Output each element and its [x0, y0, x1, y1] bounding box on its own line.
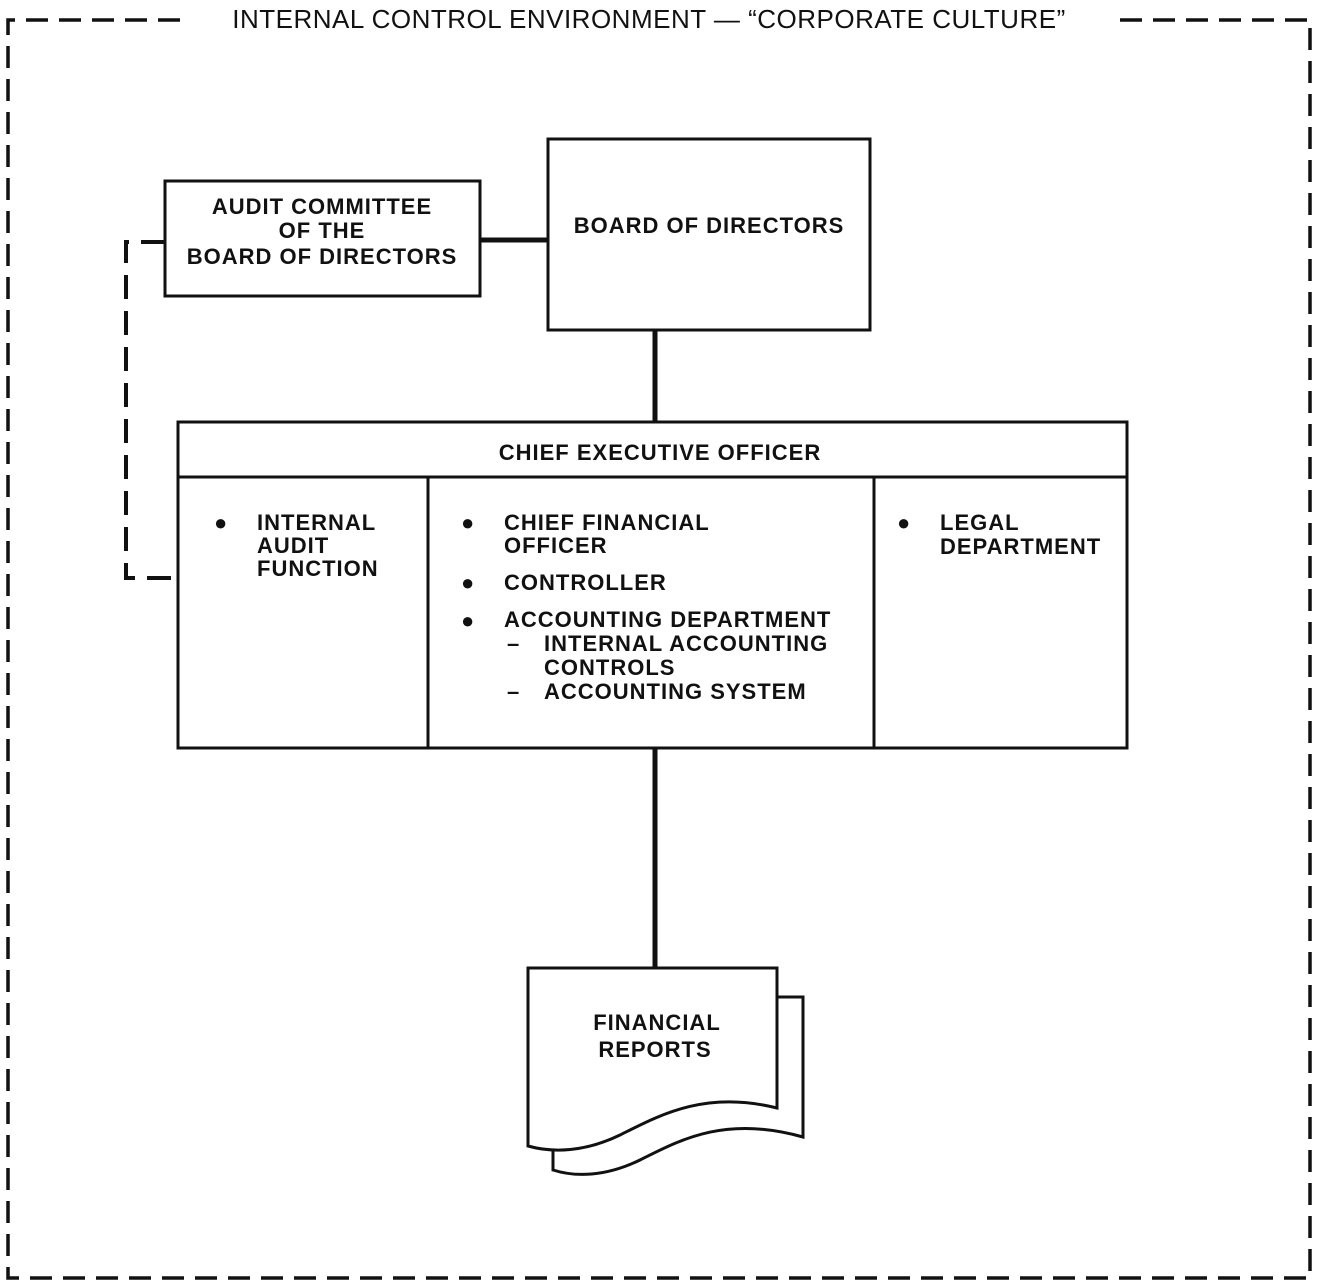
- financial-reports-line2: REPORTS: [598, 1037, 711, 1062]
- internal-audit-line1: INTERNAL: [257, 510, 376, 535]
- control-environment-frame: [6, 18, 1312, 1280]
- cfo-line1: CHIEF FINANCIAL: [504, 510, 710, 535]
- ceo-label: CHIEF EXECUTIVE OFFICER: [499, 440, 821, 465]
- controller-item: ● CONTROLLER: [461, 570, 667, 595]
- internal-accounting-controls-line2: CONTROLS: [544, 655, 675, 680]
- cfo-item: ● CHIEF FINANCIAL OFFICER: [461, 510, 710, 558]
- frame-title: INTERNAL CONTROL ENVIRONMENT — “CORPORAT…: [232, 4, 1065, 34]
- audit-committee-label-line2: OF THE: [279, 218, 366, 243]
- cfo-line2: OFFICER: [504, 533, 608, 558]
- bullet-icon: ●: [461, 570, 475, 595]
- legal-line2: DEPARTMENT: [940, 534, 1101, 559]
- financial-reports-document-icon: FINANCIAL REPORTS: [526, 966, 805, 1176]
- audit-committee-label-line3: BOARD OF DIRECTORS: [187, 244, 458, 269]
- bullet-icon: ●: [461, 510, 475, 535]
- dash-icon: –: [507, 679, 520, 704]
- audit-committee-label-line1: AUDIT COMMITTEE: [212, 194, 432, 219]
- audit-committee-box: AUDIT COMMITTEE OF THE BOARD OF DIRECTOR…: [163, 179, 482, 298]
- internal-audit-line3: FUNCTION: [257, 556, 379, 581]
- financial-reports-line1: FINANCIAL: [593, 1010, 721, 1035]
- dash-icon: –: [507, 631, 520, 656]
- accounting-department-item: ● ACCOUNTING DEPARTMENT – INTERNAL ACCOU…: [461, 607, 831, 704]
- board-of-directors-box: BOARD OF DIRECTORS: [546, 137, 872, 332]
- bullet-icon: ●: [214, 510, 228, 535]
- legal-department-item: ● LEGAL DEPARTMENT: [897, 510, 1101, 559]
- legal-line1: LEGAL: [940, 510, 1020, 535]
- internal-audit-item: ● INTERNAL AUDIT FUNCTION: [214, 510, 379, 581]
- internal-accounting-controls-line1: INTERNAL ACCOUNTING: [544, 631, 828, 656]
- accounting-system-label: ACCOUNTING SYSTEM: [544, 679, 807, 704]
- ceo-box: CHIEF EXECUTIVE OFFICER: [176, 420, 1129, 750]
- bullet-icon: ●: [461, 608, 475, 633]
- audit-committee-to-internal-audit-dashed-connector: [124, 240, 178, 580]
- accounting-department-label: ACCOUNTING DEPARTMENT: [504, 607, 831, 632]
- internal-audit-line2: AUDIT: [257, 533, 329, 558]
- bullet-icon: ●: [897, 510, 911, 535]
- controller-label: CONTROLLER: [504, 570, 667, 595]
- board-of-directors-label: BOARD OF DIRECTORS: [574, 213, 845, 238]
- frame-title-backdrop: [180, 2, 1118, 38]
